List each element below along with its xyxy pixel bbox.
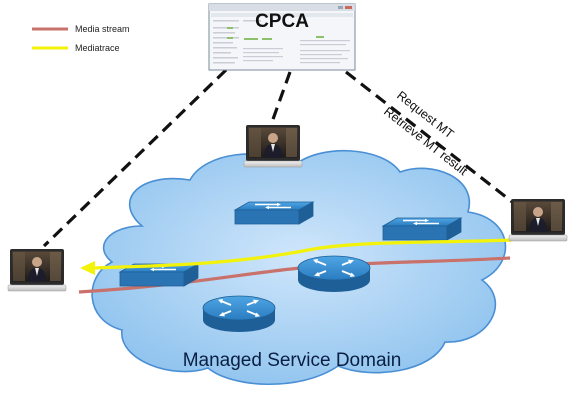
- legend: Media stream Mediatrace: [32, 24, 130, 53]
- dashed-link-middle: [270, 71, 292, 123]
- video-endpoint-icon: [7, 248, 67, 292]
- mediatrace-line: [93, 238, 513, 270]
- mediatrace-label: Mediatrace: [75, 43, 120, 53]
- mediatrace-path: [80, 238, 513, 275]
- video-endpoint-icon: [508, 198, 568, 242]
- cpca-server-window: CPCA: [208, 3, 356, 71]
- dashed-link-left: [42, 68, 228, 248]
- cpca-title: CPCA: [255, 11, 309, 32]
- media-stream-label: Media stream: [75, 24, 130, 34]
- switch-icon: [382, 217, 462, 241]
- router-icon: [202, 295, 276, 333]
- router-icon: [297, 255, 371, 293]
- mediatrace-arrowhead: [80, 261, 95, 275]
- cloud-label: Managed Service Domain: [183, 350, 402, 371]
- control-links: [42, 68, 521, 248]
- switch-icon: [234, 201, 314, 225]
- video-endpoint-icon: [243, 124, 303, 168]
